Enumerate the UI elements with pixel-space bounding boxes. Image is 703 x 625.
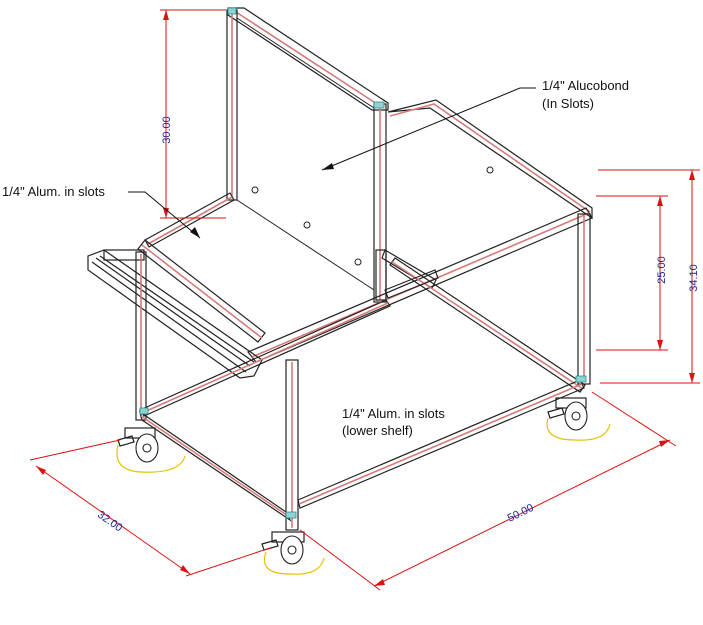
dimension-shelf-height: 25.00 [596,195,668,351]
dimension-panel-height: 30.00 [160,9,226,219]
dim-panel-height-text: 30.00 [161,116,173,144]
alum-lower-label-line2: (lower shelf) [342,423,413,438]
caster-front [261,531,325,575]
alucobond-label-line1: 1/4" Alucobond [542,78,629,93]
top-shelf [137,99,593,393]
alum-lower-label-line1: 1/4" Alum. in slots [342,406,445,421]
dim-shelf-height-text: 25.00 [656,256,668,284]
callout-alucobond: 1/4" Alucobond (In Slots) [321,78,629,171]
cart-frame [87,7,593,531]
casters [116,397,611,575]
callout-alum-top: 1/4" Alum. in slots [2,184,201,239]
handle-bar [87,249,263,379]
lower-shelf [139,299,587,522]
caster-right [546,397,611,441]
dimension-overall-height: 34.10 [598,169,700,384]
legs [135,213,591,531]
caster-front-left [116,427,186,473]
vertical-panel [226,7,389,303]
dim-length-text: 50.00 [506,502,536,525]
dim-overall-height-text: 34.10 [688,264,700,292]
dim-depth-text: 32.00 [95,509,124,535]
alucobond-label-line2: (In Slots) [542,96,594,111]
callout-alum-lower: 1/4" Alum. in slots (lower shelf) [342,406,445,438]
dimension-length: 50.00 [299,391,677,591]
alum-top-label: 1/4" Alum. in slots [2,184,105,199]
